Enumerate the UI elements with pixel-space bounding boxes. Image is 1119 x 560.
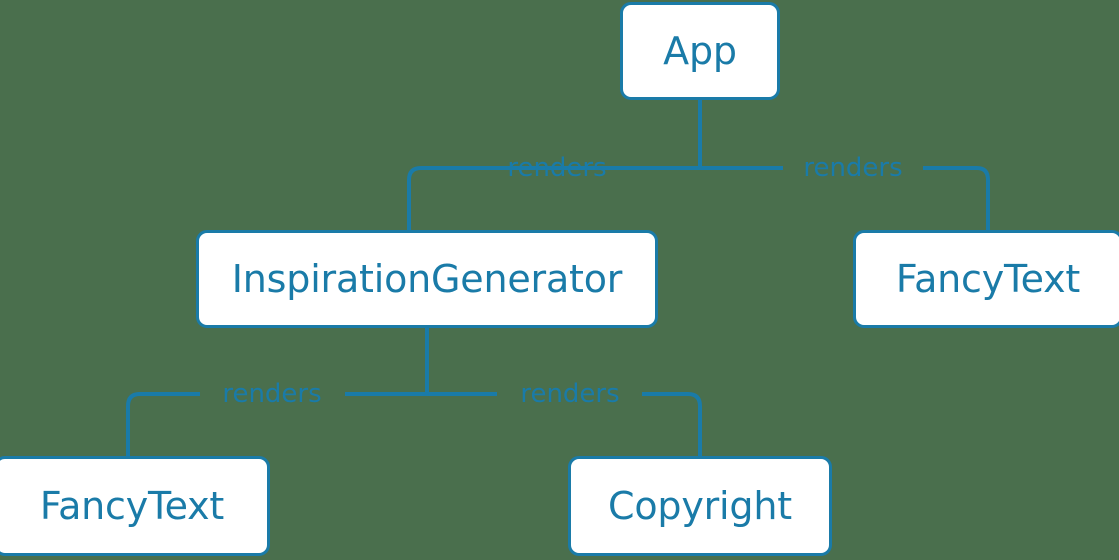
node-app[interactable]: App [620, 2, 780, 100]
edge-label-app-to-fancytext-right: renders [803, 153, 903, 183]
node-label-fancytext-bottom: FancyText [39, 484, 225, 528]
edge-label-app-to-inspiration-generator: renders [507, 153, 607, 183]
node-inspiration-generator[interactable]: InspirationGenerator [196, 230, 658, 328]
edge-label-inspiration-to-copyright: renders [520, 379, 620, 409]
edge-inspiration-to-fancytext-left-seg [126, 392, 200, 456]
node-fancytext-bottom[interactable]: FancyText [0, 456, 270, 556]
node-label-app: App [663, 29, 737, 73]
node-label-copyright: Copyright [608, 484, 792, 528]
node-label-inspiration-generator: InspirationGenerator [231, 257, 623, 301]
edge-app-to-fancytext-right-seg [923, 166, 990, 230]
edge-label-inspiration-to-fancytext-bottom: renders [222, 379, 322, 409]
edge-app-to-inspiration-right-seg [407, 166, 627, 230]
edge-inspiration-to-copyright-right-seg [642, 392, 702, 456]
node-copyright[interactable]: Copyright [568, 456, 832, 556]
node-fancytext-right[interactable]: FancyText [853, 230, 1119, 328]
node-label-fancytext-right: FancyText [895, 257, 1081, 301]
